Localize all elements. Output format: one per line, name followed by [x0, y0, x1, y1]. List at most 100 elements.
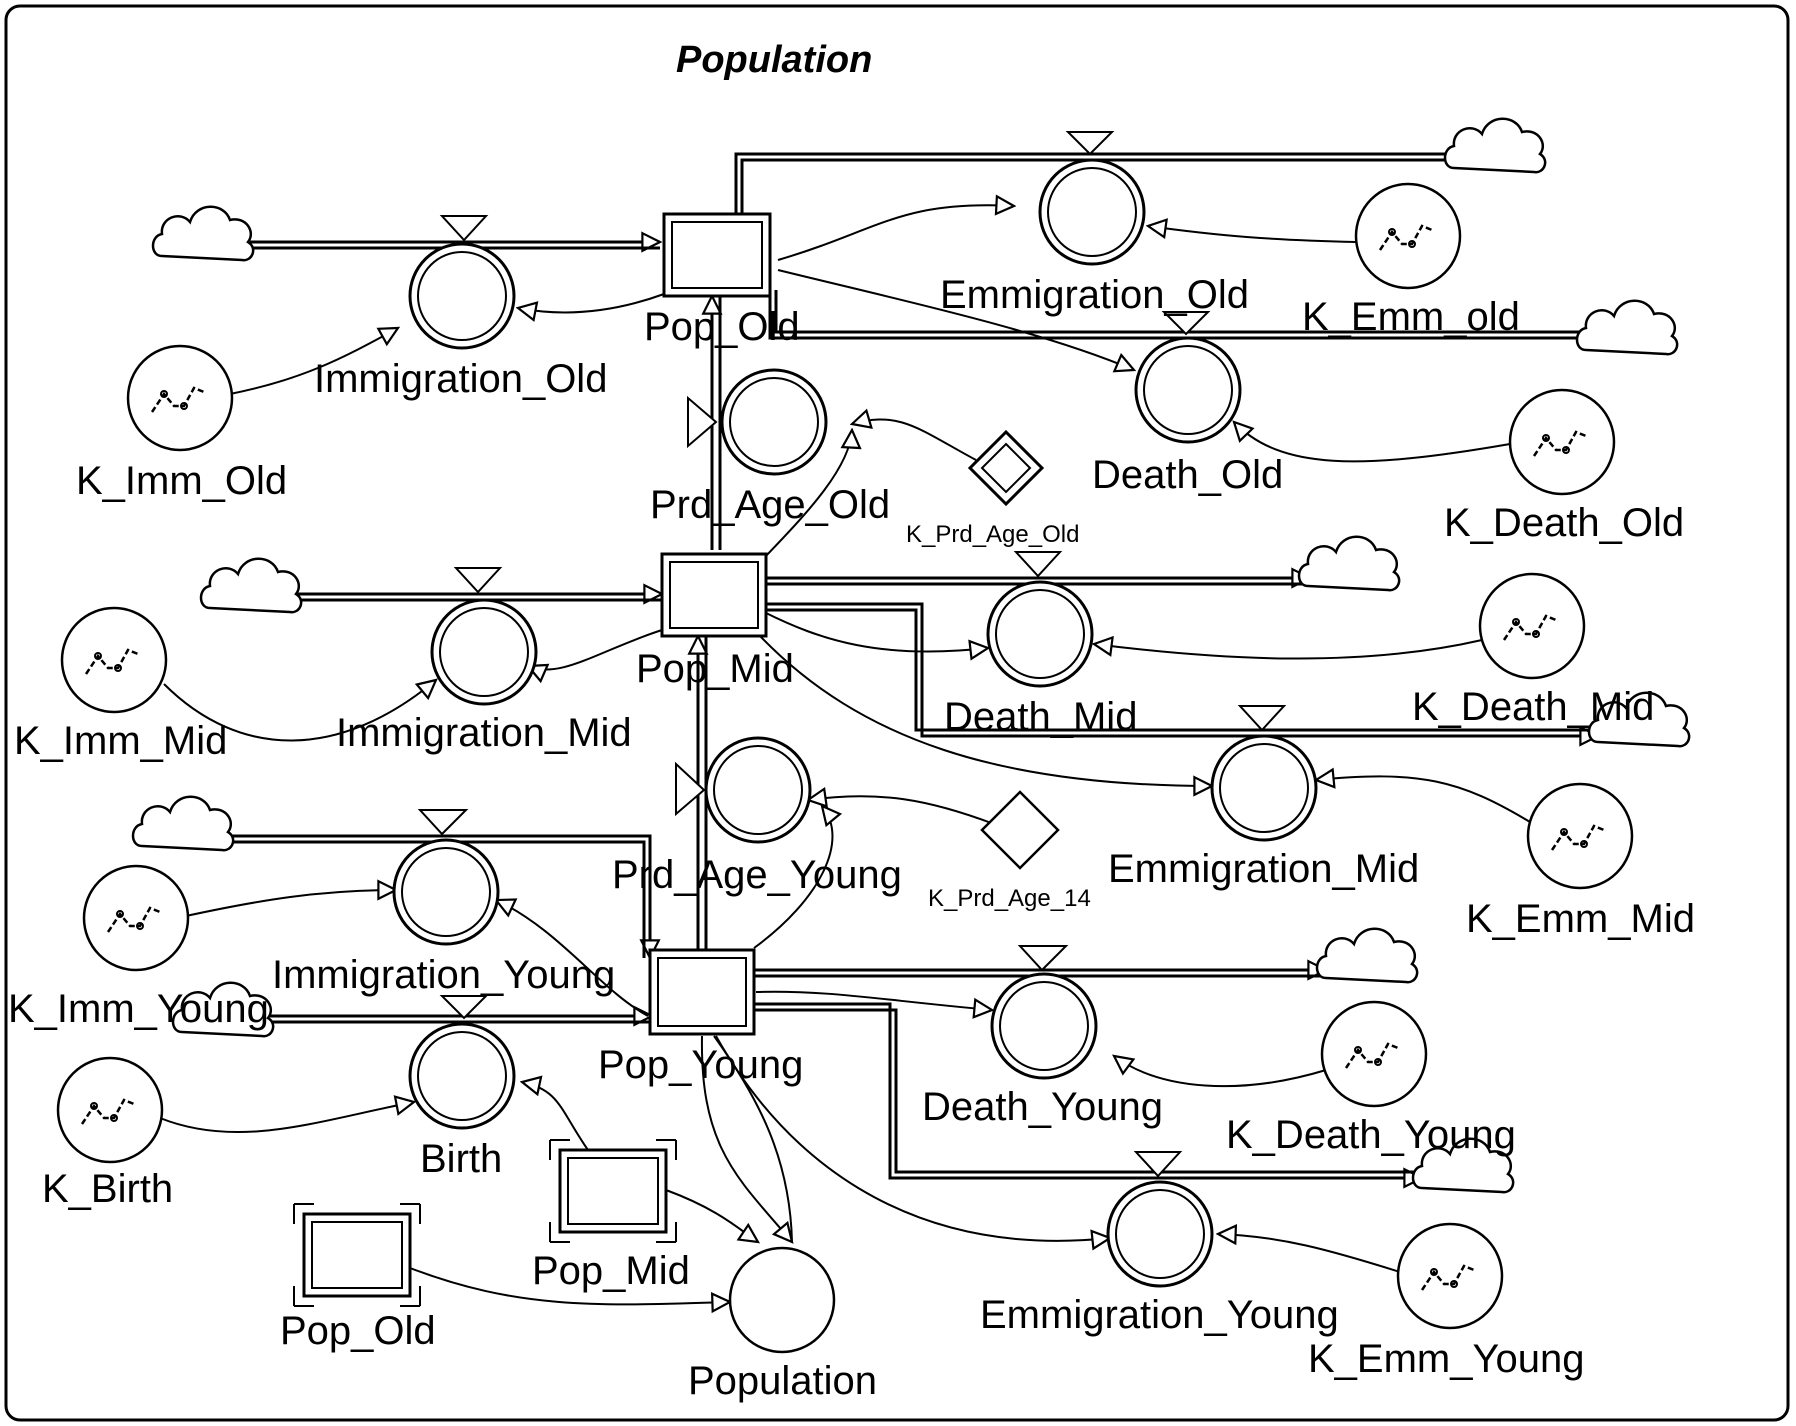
flow-death-young[interactable]	[990, 945, 1098, 1080]
label-birth: Birth	[420, 1137, 502, 1181]
label-k-emm-old: K_Emm_old	[1302, 295, 1520, 339]
converter-k-imm-old[interactable]	[126, 344, 234, 452]
converter-k-imm-young[interactable]	[82, 864, 190, 972]
label-death-mid: Death_Mid	[944, 695, 1137, 739]
diagram-title: Population	[676, 39, 872, 81]
link-pop-young-emmigration-young	[715, 1035, 1110, 1241]
emmigration-mid-pipe-inner	[764, 608, 1598, 732]
link-k-death-old	[1234, 422, 1511, 463]
constant-k-prd-age-old[interactable]	[967, 429, 1045, 507]
converter-k-death-old[interactable]	[1508, 388, 1616, 496]
cloud-icon	[199, 557, 303, 614]
link-pop-young-prd-age-young	[753, 806, 832, 949]
emmigration-old-pipe-inner	[740, 158, 1472, 214]
death-old-pipe-inner	[774, 290, 1606, 334]
link-pop-old-ghost-population	[409, 1267, 730, 1304]
link-pop-young-population-b	[713, 1035, 793, 1243]
cloud-icon	[1575, 299, 1679, 356]
label-immigration-old: Immigration_Old	[314, 357, 607, 401]
stock-pop-mid[interactable]	[660, 552, 768, 638]
link-k-imm-old	[229, 328, 398, 395]
label-pop-mid-ghost: Pop_Mid	[532, 1249, 690, 1293]
flow-emmigration-old[interactable]	[1038, 131, 1146, 266]
label-k-imm-young: K_Imm_Young	[8, 987, 269, 1031]
label-k-imm-old: K_Imm_Old	[76, 459, 287, 503]
stock-pop-young[interactable]	[648, 948, 756, 1036]
link-k-birth	[159, 1102, 414, 1134]
label-k-emm-mid: K_Emm_Mid	[1466, 897, 1695, 941]
flow-immigration-mid[interactable]	[430, 567, 538, 706]
converter-population[interactable]	[728, 1246, 836, 1354]
cloud-icon	[131, 795, 235, 852]
label-pop-mid: Pop_Mid	[636, 647, 794, 691]
label-population: Population	[688, 1359, 877, 1403]
link-pop-mid-immigration-mid	[528, 629, 663, 670]
flow-immigration-old[interactable]	[408, 215, 516, 350]
link-k-imm-mid	[163, 680, 436, 742]
link-pop-young-immigration-young	[496, 900, 649, 1017]
label-k-imm-mid: K_Imm_Mid	[14, 719, 227, 763]
cloud-icon	[1587, 691, 1691, 748]
link-pop-young-death-young	[755, 990, 992, 1010]
label-k-death-young: K_Death_Young	[1226, 1113, 1516, 1157]
label-emmigration-old: Emmigration_Old	[940, 273, 1249, 317]
link-k-emm-mid	[1316, 776, 1531, 823]
link-k-prd-age-old	[852, 419, 977, 461]
label-k-emm-young: K_Emm_Young	[1308, 1337, 1584, 1381]
ghost-stock-pop-mid[interactable]	[549, 1139, 677, 1243]
label-pop-old: Pop_Old	[644, 305, 800, 349]
link-pop-old-emmigration-old	[777, 205, 1014, 261]
label-immigration-young: Immigration_Young	[272, 953, 615, 997]
cloud-icon	[1411, 1137, 1515, 1194]
label-death-young: Death_Young	[922, 1085, 1163, 1129]
converter-k-emm-young[interactable]	[1396, 1222, 1504, 1330]
link-k-emm-young	[1218, 1234, 1401, 1273]
flow-death-old[interactable]	[1134, 311, 1242, 444]
immigration-young-pipe-inner	[230, 840, 646, 958]
link-pop-young-population	[700, 1035, 792, 1242]
flow-emmigration-mid[interactable]	[1210, 705, 1318, 842]
cloud-icon	[1315, 927, 1419, 984]
flow-birth[interactable]	[408, 995, 516, 1130]
link-pop-old-death-old	[777, 269, 1134, 370]
converter-k-imm-mid[interactable]	[60, 606, 168, 714]
converter-k-death-mid[interactable]	[1478, 572, 1586, 680]
link-k-emm-old	[1148, 226, 1357, 243]
label-k-death-old: K_Death_Old	[1444, 501, 1684, 545]
link-k-prd-age-14	[808, 796, 995, 825]
flow-emmigration-young[interactable]	[1106, 1151, 1214, 1288]
constant-k-prd-age-14[interactable]	[980, 790, 1060, 870]
label-prd-age-old: Prd_Age_Old	[650, 483, 890, 527]
label-k-birth: K_Birth	[42, 1167, 173, 1211]
flow-immigration-young[interactable]	[392, 809, 500, 946]
cloud-icon	[1297, 535, 1401, 592]
immigration-young-pipe	[230, 834, 650, 958]
label-immigration-mid: Immigration_Mid	[336, 711, 632, 755]
link-k-imm-young	[185, 890, 396, 917]
converter-k-death-young[interactable]	[1320, 1000, 1428, 1108]
label-emmigration-young: Emmigration_Young	[980, 1293, 1339, 1337]
converter-k-emm-mid[interactable]	[1526, 782, 1634, 890]
link-k-death-mid	[1094, 640, 1483, 660]
cloud-icon	[1443, 117, 1547, 174]
link-pop-old-immigration-old	[518, 293, 665, 312]
converter-k-emm-old[interactable]	[1354, 182, 1462, 290]
ghost-stock-pop-old[interactable]	[293, 1203, 421, 1307]
link-pop-mid-death-mid	[763, 611, 988, 652]
emmigration-old-pipe	[734, 154, 1472, 214]
link-pop-mid-prd-age-old	[765, 430, 852, 557]
flow-prd-age-old[interactable]	[687, 368, 828, 476]
label-prd-age-young: Prd_Age_Young	[612, 853, 902, 897]
label-death-old: Death_Old	[1092, 453, 1283, 497]
link-pop-mid-emmigration-mid	[759, 635, 1212, 786]
flow-prd-age-young[interactable]	[675, 736, 812, 844]
link-pop-mid-ghost-birth	[522, 1082, 589, 1151]
emmigration-young-pipe	[752, 1002, 1422, 1178]
converter-k-birth[interactable]	[56, 1056, 164, 1164]
flow-death-mid[interactable]	[986, 551, 1094, 688]
label-k-prd-age-old: K_Prd_Age_Old	[906, 521, 1079, 548]
label-emmigration-mid: Emmigration_Mid	[1108, 847, 1419, 891]
link-pop-mid-ghost-population	[665, 1189, 758, 1242]
stock-pop-old[interactable]	[662, 212, 772, 298]
